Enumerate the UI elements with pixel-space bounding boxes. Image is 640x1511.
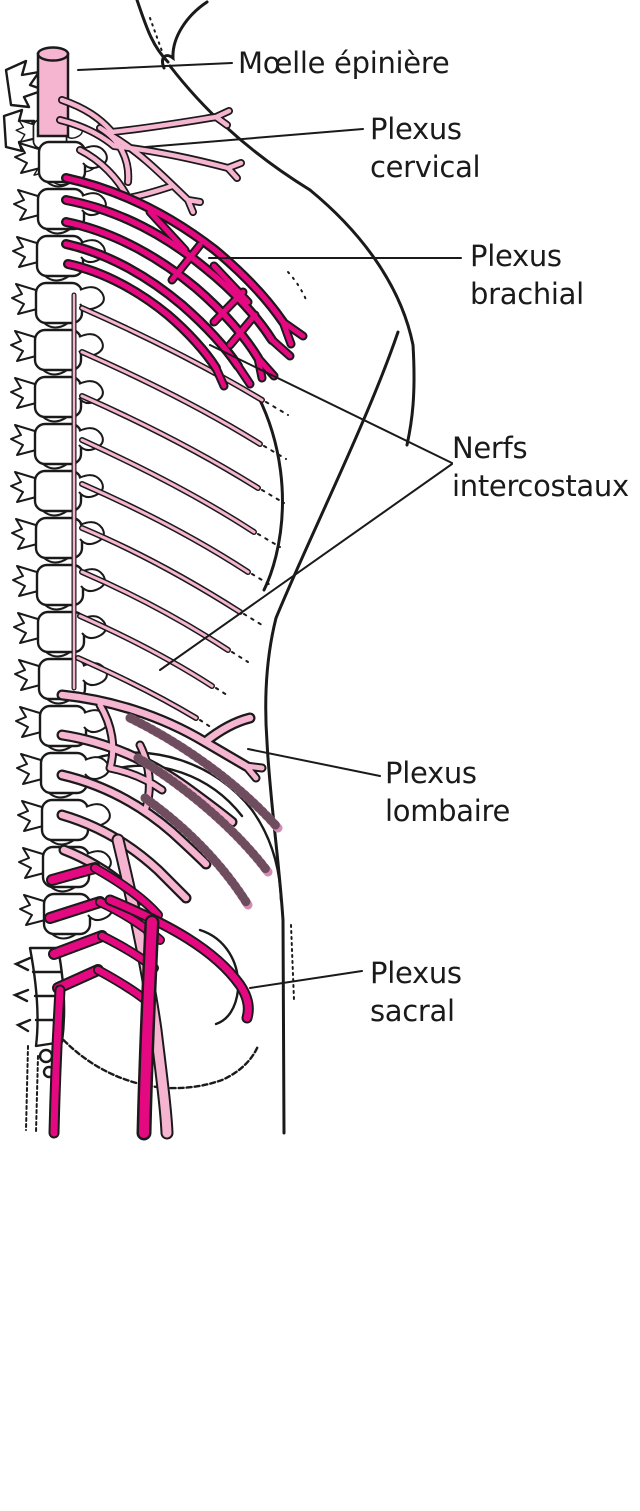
svg-text:Plexus: Plexus (385, 756, 477, 790)
pudendal-trunk (48, 984, 66, 1139)
svg-text:Plexus: Plexus (370, 956, 462, 990)
svg-text:lombaire: lombaire (385, 794, 510, 828)
head-outline (135, 0, 170, 64)
body-contour (135, 0, 416, 1135)
iliac-crest-inner (108, 764, 244, 818)
pelvis-bones (25, 751, 283, 1133)
leader-intercostaux-lower (159, 463, 453, 671)
label-plexus-cervical: Plexus cervical (370, 112, 481, 184)
intercostal-fan (75, 305, 289, 729)
scapula-fold-line (256, 394, 284, 592)
neck-shoulder-line (168, 64, 312, 192)
svg-text:intercostaux: intercostaux (452, 469, 629, 503)
label-plexus-lombaire: Plexus lombaire (385, 756, 510, 828)
label-plexus-brachial: Plexus brachial (470, 239, 584, 311)
label-plexus-sacral: Plexus sacral (370, 956, 462, 1028)
label-moelle-epiniere: Mœlle épinière (238, 46, 449, 80)
svg-text:sacral: sacral (370, 994, 455, 1028)
coccyx-texture-2 (35, 1055, 39, 1133)
cervical-plexus (56, 96, 245, 216)
leader-sacral (249, 970, 363, 989)
leader-cervical (145, 128, 364, 148)
leader-lines (77, 62, 462, 989)
hip-stipple (290, 924, 295, 1001)
svg-text:cervical: cervical (370, 150, 480, 184)
cervical-nerves (56, 96, 245, 216)
label-nerfs-intercostaux: Nerfs intercostaux (452, 431, 629, 503)
svg-text:Plexus: Plexus (470, 239, 562, 273)
coccyx-texture-1 (25, 1045, 29, 1131)
svg-text:Nerfs: Nerfs (452, 431, 527, 465)
leader-moelle (77, 62, 233, 71)
labels: Mœlle épinière Plexus cervical Plexus br… (238, 46, 629, 1028)
ear-outline (161, 0, 209, 70)
nerve-tip-dots (199, 401, 289, 729)
shoulder-stipple (287, 271, 308, 303)
leader-lombaire (247, 748, 381, 777)
shoulder-arm-line (308, 188, 416, 447)
sciatic-nerve-trunk (136, 914, 160, 1141)
spinal-cord (36, 46, 70, 138)
svg-text:Plexus: Plexus (370, 112, 462, 146)
lumbar-stippled-branches (125, 713, 283, 910)
back-line (264, 330, 400, 1135)
vertebral-column (2, 59, 114, 1079)
sacral-plexus (44, 862, 254, 1141)
intercostal-nerves (71, 292, 289, 729)
sacrum (12, 946, 66, 1079)
svg-text:brachial: brachial (470, 277, 584, 311)
neck-stipple (149, 17, 164, 55)
brachial-plexus (61, 173, 308, 391)
gluteal-curve (46, 1020, 260, 1090)
leader-intercostaux-upper (209, 344, 453, 464)
